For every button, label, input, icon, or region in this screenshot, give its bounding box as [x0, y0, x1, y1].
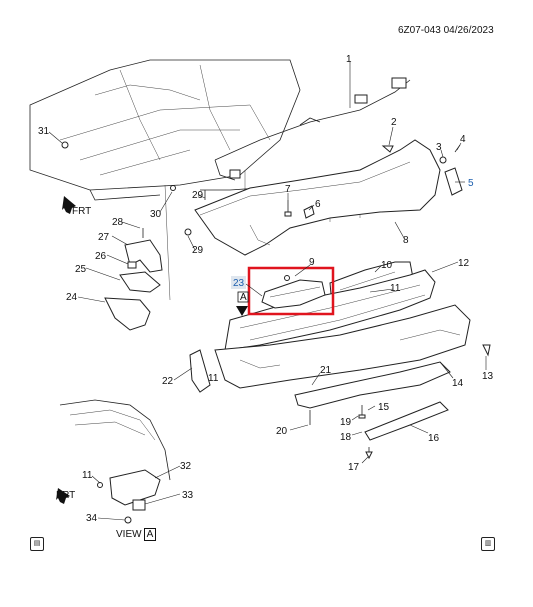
doc-id: 6Z07-043	[398, 25, 441, 36]
callout-32: 32	[180, 461, 192, 472]
book-icon[interactable]: ▥	[481, 537, 495, 551]
fasteners-lower	[189, 344, 491, 460]
rear-impact-bar	[224, 269, 436, 351]
callout-6: 6	[315, 199, 321, 210]
callout-13: 13	[482, 371, 494, 382]
wiring-harness	[200, 77, 411, 191]
highlight-box	[247, 266, 335, 316]
rear-bumper-fascia-upper	[194, 139, 441, 256]
callout-14: 14	[452, 378, 464, 389]
callout-29-upper: 29	[192, 190, 204, 201]
callout-4: 4	[460, 134, 466, 145]
doc-header: 6Z07-043 04/26/2023	[398, 25, 494, 36]
callout-26: 26	[95, 251, 107, 262]
callout-28: 28	[112, 217, 124, 228]
callout-34: 34	[86, 513, 98, 524]
callout-15: 15	[378, 402, 390, 413]
callout-19: 19	[340, 417, 352, 428]
left-bracket-assembly	[104, 228, 163, 331]
callout-24: 24	[66, 292, 78, 303]
callout-10: 10	[381, 260, 393, 271]
callout-9: 9	[309, 257, 315, 268]
callout-8: 8	[403, 235, 409, 246]
callout-1: 1	[346, 54, 352, 65]
document-icon[interactable]: ▤	[30, 537, 44, 551]
callout-5: 5	[468, 178, 474, 189]
callout-27: 27	[98, 232, 110, 243]
forward-label-top: FRT	[72, 206, 91, 217]
callout-30: 30	[150, 209, 162, 220]
callout-22: 22	[162, 376, 174, 387]
callout-20: 20	[276, 426, 288, 437]
callout-11-left: 11	[208, 373, 219, 384]
callout-17: 17	[348, 462, 360, 473]
callout-31: 31	[38, 126, 50, 137]
callout-18: 18	[340, 432, 352, 443]
skid-plate	[294, 361, 451, 409]
callout-labels: 1 2 3 4 5 6 7 8 9 10 11 12 13 14 15 16 1…	[38, 54, 494, 524]
callout-23-bg	[231, 276, 246, 289]
callout-7: 7	[285, 184, 291, 195]
ref-marker-a: A	[236, 291, 249, 316]
callout-25: 25	[75, 264, 87, 275]
forward-arrow-bottom: FRT	[56, 488, 75, 504]
callout-11-top: 11	[390, 283, 401, 294]
callout-21: 21	[320, 365, 332, 376]
ref-marker-a-text: A	[240, 292, 247, 303]
callout-33: 33	[182, 490, 194, 501]
callout-23: 23	[233, 278, 245, 289]
callout-12: 12	[458, 258, 470, 269]
bumper-bracket-23	[261, 275, 326, 309]
doc-date: 04/26/2023	[443, 25, 494, 36]
vehicle-body-frame	[29, 59, 301, 301]
fasteners-mid	[61, 141, 315, 236]
callout-16: 16	[428, 433, 440, 444]
callout-11-view: 11	[82, 470, 93, 481]
forward-label-bottom: FRT	[56, 490, 75, 501]
reflector-strip	[364, 401, 449, 441]
callout-2: 2	[391, 117, 397, 128]
forward-arrow-top: FRT	[62, 196, 91, 217]
leader-lines	[48, 62, 487, 521]
view-a-inset	[59, 399, 171, 524]
callout-29-lower: 29	[192, 245, 204, 256]
rear-bumper-fascia-lower	[214, 304, 471, 389]
callout-3: 3	[436, 142, 442, 153]
view-text: VIEW	[116, 529, 142, 540]
view-marker: A	[143, 528, 157, 541]
